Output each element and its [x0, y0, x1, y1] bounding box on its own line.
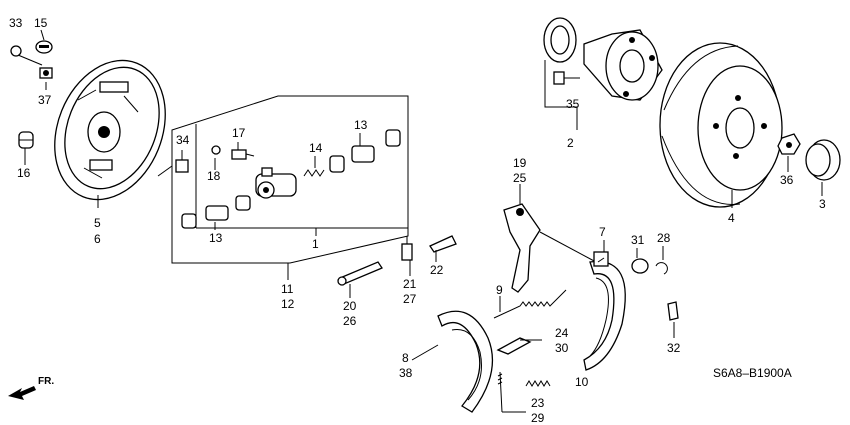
bolt-part-34	[157, 159, 189, 177]
callout-3: 3	[819, 197, 826, 211]
callout-35: 35	[566, 97, 580, 111]
nut-part-37	[39, 67, 53, 79]
callout-17: 17	[232, 126, 246, 140]
callout-20: 20	[343, 299, 357, 313]
adjuster-screw-part-21	[401, 236, 413, 261]
callout-13-upper: 13	[354, 118, 368, 132]
callout-12: 12	[281, 297, 295, 311]
wheel-cylinder-part-1	[255, 167, 297, 199]
return-spring-part-10	[525, 380, 551, 387]
callout-21: 21	[403, 277, 417, 291]
callout-4: 4	[728, 211, 735, 225]
callout-1: 1	[312, 237, 319, 251]
callout-36: 36	[780, 173, 794, 187]
callout-14: 14	[309, 141, 323, 155]
callout-29: 29	[531, 411, 545, 425]
callout-23: 23	[531, 396, 545, 410]
spring-part-14	[303, 169, 325, 177]
callout-6: 6	[94, 232, 101, 246]
hub-cap-part-3	[805, 139, 841, 181]
clip-part-28	[655, 262, 668, 275]
callout-22: 22	[430, 263, 444, 277]
callout-27: 27	[403, 292, 417, 306]
grommet-part-16	[18, 131, 34, 149]
leader-lines	[24, 29, 823, 413]
return-spring-part-9	[493, 289, 567, 319]
callout-31: 31	[631, 233, 645, 247]
callout-8: 8	[402, 351, 409, 365]
adjuster-rod-part-20	[337, 261, 383, 286]
callout-34: 34	[176, 133, 190, 147]
callout-19: 19	[513, 156, 527, 170]
hold-down-spring-part-23	[497, 371, 503, 413]
callout-28: 28	[657, 231, 671, 245]
hub-part-2	[543, 17, 663, 101]
hub-bolt-part-35	[553, 71, 580, 85]
callout-26: 26	[343, 314, 357, 328]
callout-13-lower: 13	[209, 231, 223, 245]
bracket-part-32	[667, 301, 679, 321]
cap-part-18	[211, 145, 221, 155]
callout-30: 30	[555, 341, 569, 355]
callout-5: 5	[94, 216, 101, 230]
bleeder-screw-part-17	[231, 149, 255, 160]
wheel-cylinder-group-box	[171, 95, 409, 264]
callout-7: 7	[599, 225, 606, 239]
hub-nut-part-36	[777, 133, 801, 155]
parking-brake-lever	[503, 203, 597, 293]
callout-10: 10	[575, 375, 589, 389]
brake-shoe-left-part-8	[437, 310, 494, 413]
backing-plate	[54, 59, 166, 201]
adjuster-clip-part-22	[429, 235, 457, 253]
callout-9: 9	[496, 283, 503, 297]
piston-cup-upper	[329, 129, 401, 173]
callout-11: 11	[281, 282, 294, 296]
front-direction-label: FR.	[38, 376, 54, 387]
diagram-code: S6A8–B1900A	[713, 366, 792, 380]
callout-25: 25	[513, 171, 527, 185]
callout-2: 2	[567, 136, 574, 150]
callout-15: 15	[34, 16, 48, 30]
callout-32: 32	[667, 341, 681, 355]
front-direction-arrow-icon	[8, 386, 36, 400]
hub-leader	[544, 60, 578, 130]
brake-shoe-right-part-7	[583, 251, 626, 371]
callout-16: 16	[17, 166, 31, 180]
callout-18: 18	[207, 169, 221, 183]
bolt-part-33	[10, 40, 53, 66]
callout-38: 38	[399, 366, 413, 380]
piston-cup-lower	[181, 195, 251, 229]
brake-drum-part-4	[659, 42, 783, 208]
callout-33: 33	[9, 16, 23, 30]
adjuster-lever-part-24	[496, 337, 532, 355]
callout-37: 37	[38, 93, 52, 107]
callout-24: 24	[555, 326, 569, 340]
washer-part-31	[631, 258, 649, 274]
callout-labels: 33 15 37 16 5 6 34 18 17 14 13 13 1 11 1…	[9, 16, 826, 425]
